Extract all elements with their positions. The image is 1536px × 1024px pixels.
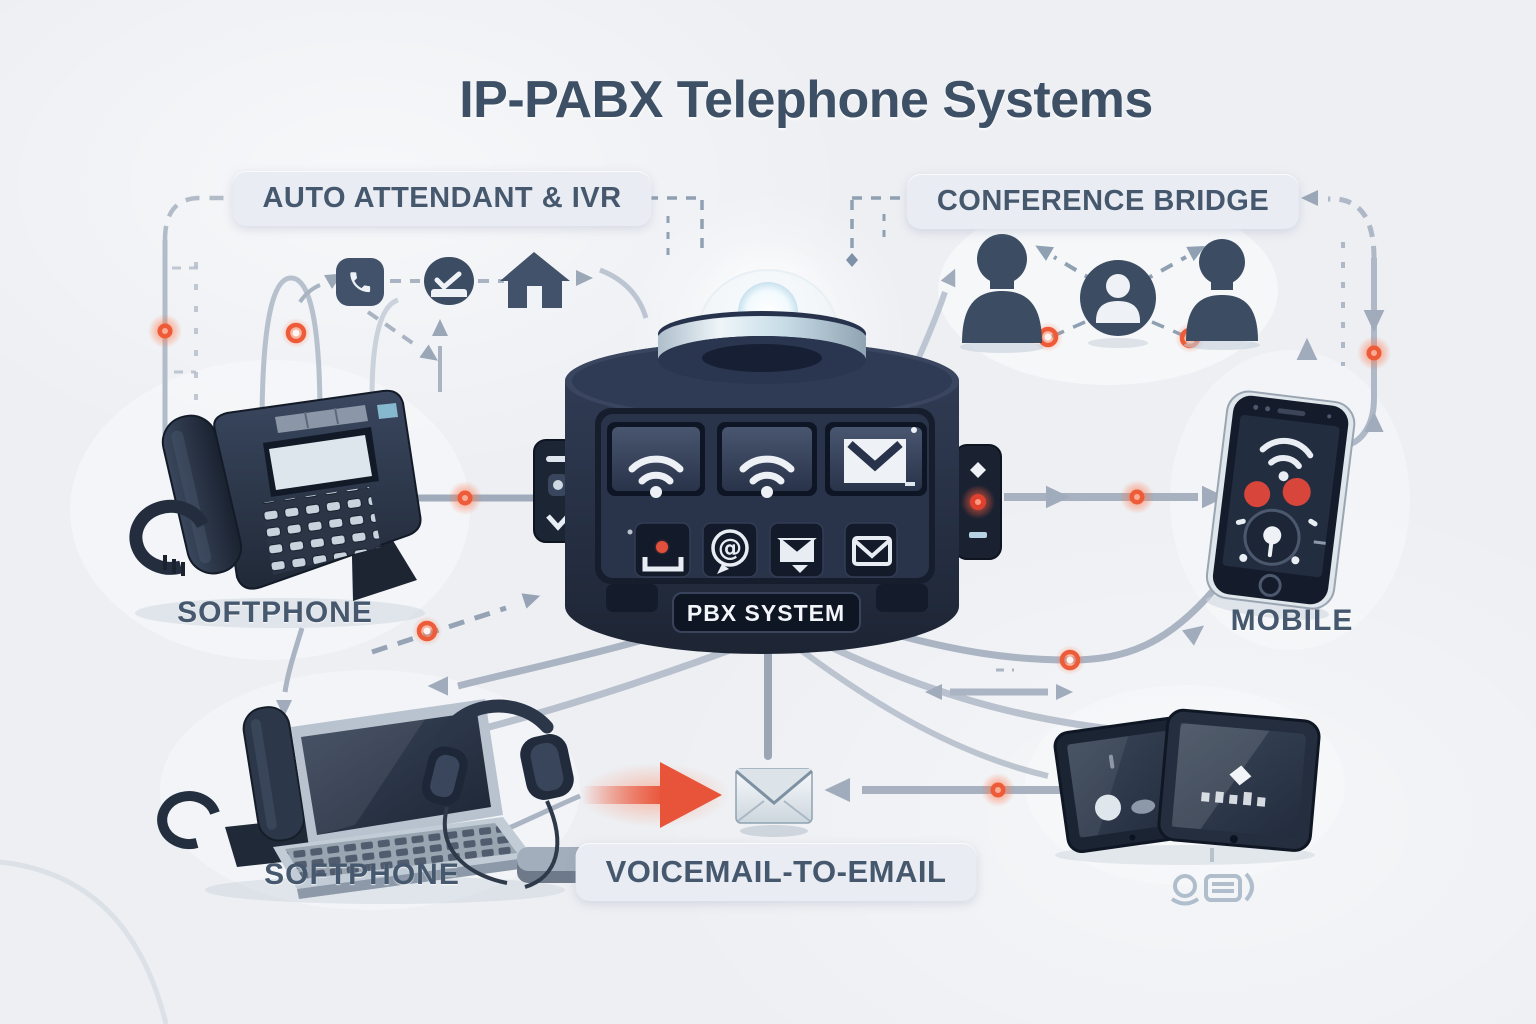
home-icon (500, 252, 570, 308)
envelope-icon (735, 768, 813, 837)
tablet-right (1157, 708, 1321, 852)
label-desk-softphone: SOFTPHONE (177, 596, 373, 629)
metal-band (658, 316, 866, 360)
at-sign: @ (718, 534, 742, 562)
pbx-tile-inbox (627, 522, 691, 578)
tablet-devices-illustration (1053, 708, 1321, 865)
phone-keypad (261, 487, 381, 575)
pbx-tile-mail-down (769, 522, 824, 578)
label-voicemail-to-email: VOICEMAIL-TO-EMAIL (575, 843, 977, 901)
label-laptop-softphone: SOFTPHONE (264, 858, 460, 891)
user-silhouette-right-icon (1186, 239, 1258, 341)
diamond-icon (970, 462, 986, 478)
red-key (1282, 477, 1311, 506)
orange-node (1120, 480, 1154, 514)
contact-icons-group (336, 252, 570, 308)
phone-display (269, 435, 372, 490)
label-mobile: MOBILE (1230, 604, 1354, 637)
mail-check-icon (424, 257, 474, 305)
mobile-phone-illustration (1205, 390, 1356, 620)
chevron-down-icon (546, 514, 570, 531)
pbx-screen-wifi-2 (717, 422, 817, 498)
home-button (1258, 573, 1282, 597)
wifi-icon (1259, 437, 1314, 470)
page-title: IP-PABX Telephone Systems (459, 71, 1153, 129)
user-silhouette-left-icon (962, 234, 1042, 343)
pbx-right-tab (954, 444, 1002, 560)
envelope-outline-icon (852, 536, 892, 566)
orange-node (981, 773, 1015, 807)
orange-node (1357, 336, 1391, 370)
laptop-keyboard (285, 823, 517, 879)
label-auto-attendant: AUTO ATTENDANT & IVR (232, 171, 652, 226)
headset-icon (421, 699, 574, 889)
indicator-bar (969, 532, 987, 538)
orange-arrow-head (660, 762, 722, 828)
card-glyph-icon (1204, 874, 1242, 902)
pbx-tile-envelope (844, 522, 898, 578)
desk-phone-illustration (129, 389, 425, 628)
pbx-name-plate: PBX SYSTEM (672, 592, 861, 633)
pbx-mobile-arrow (1004, 485, 1226, 509)
orange-arrow-tail (582, 786, 664, 804)
orange-node (148, 314, 182, 348)
orange-node (1055, 645, 1085, 675)
chevron-glyph-icon (1244, 872, 1254, 902)
diamond-icon (1229, 765, 1252, 786)
indicator-bar (546, 456, 570, 462)
pbx-screen-wifi-1 (607, 422, 705, 498)
at-bubble-icon (711, 529, 749, 567)
user-glyph-icon (1173, 874, 1197, 898)
phone-cord (129, 499, 209, 576)
wifi-icon (628, 455, 684, 485)
laptop-softphone-illustration (157, 699, 589, 904)
pbx-top-guides (648, 196, 906, 267)
voicemail-inbox-icon (642, 557, 684, 572)
pbx-tile-at: @ (702, 522, 758, 578)
pbx-device-illustration: @ PBX SYSTEM (533, 238, 1002, 654)
wifi-icon (739, 455, 795, 485)
label-conference-bridge: CONFERENCE BRIDGE (906, 174, 1300, 229)
pbx-screen-mail (825, 422, 927, 496)
left-flow-lines (162, 190, 400, 434)
phone-indicator (377, 403, 398, 419)
phone-icon (336, 258, 384, 306)
pbx-plate-label: PBX SYSTEM (687, 600, 845, 626)
conference-users-illustration (960, 234, 1260, 353)
icon-row-connectors (298, 267, 649, 392)
orange-node (448, 481, 482, 515)
red-key (1244, 481, 1271, 508)
device-glyphs (1170, 872, 1254, 906)
user-avatar-icon (1080, 260, 1156, 336)
